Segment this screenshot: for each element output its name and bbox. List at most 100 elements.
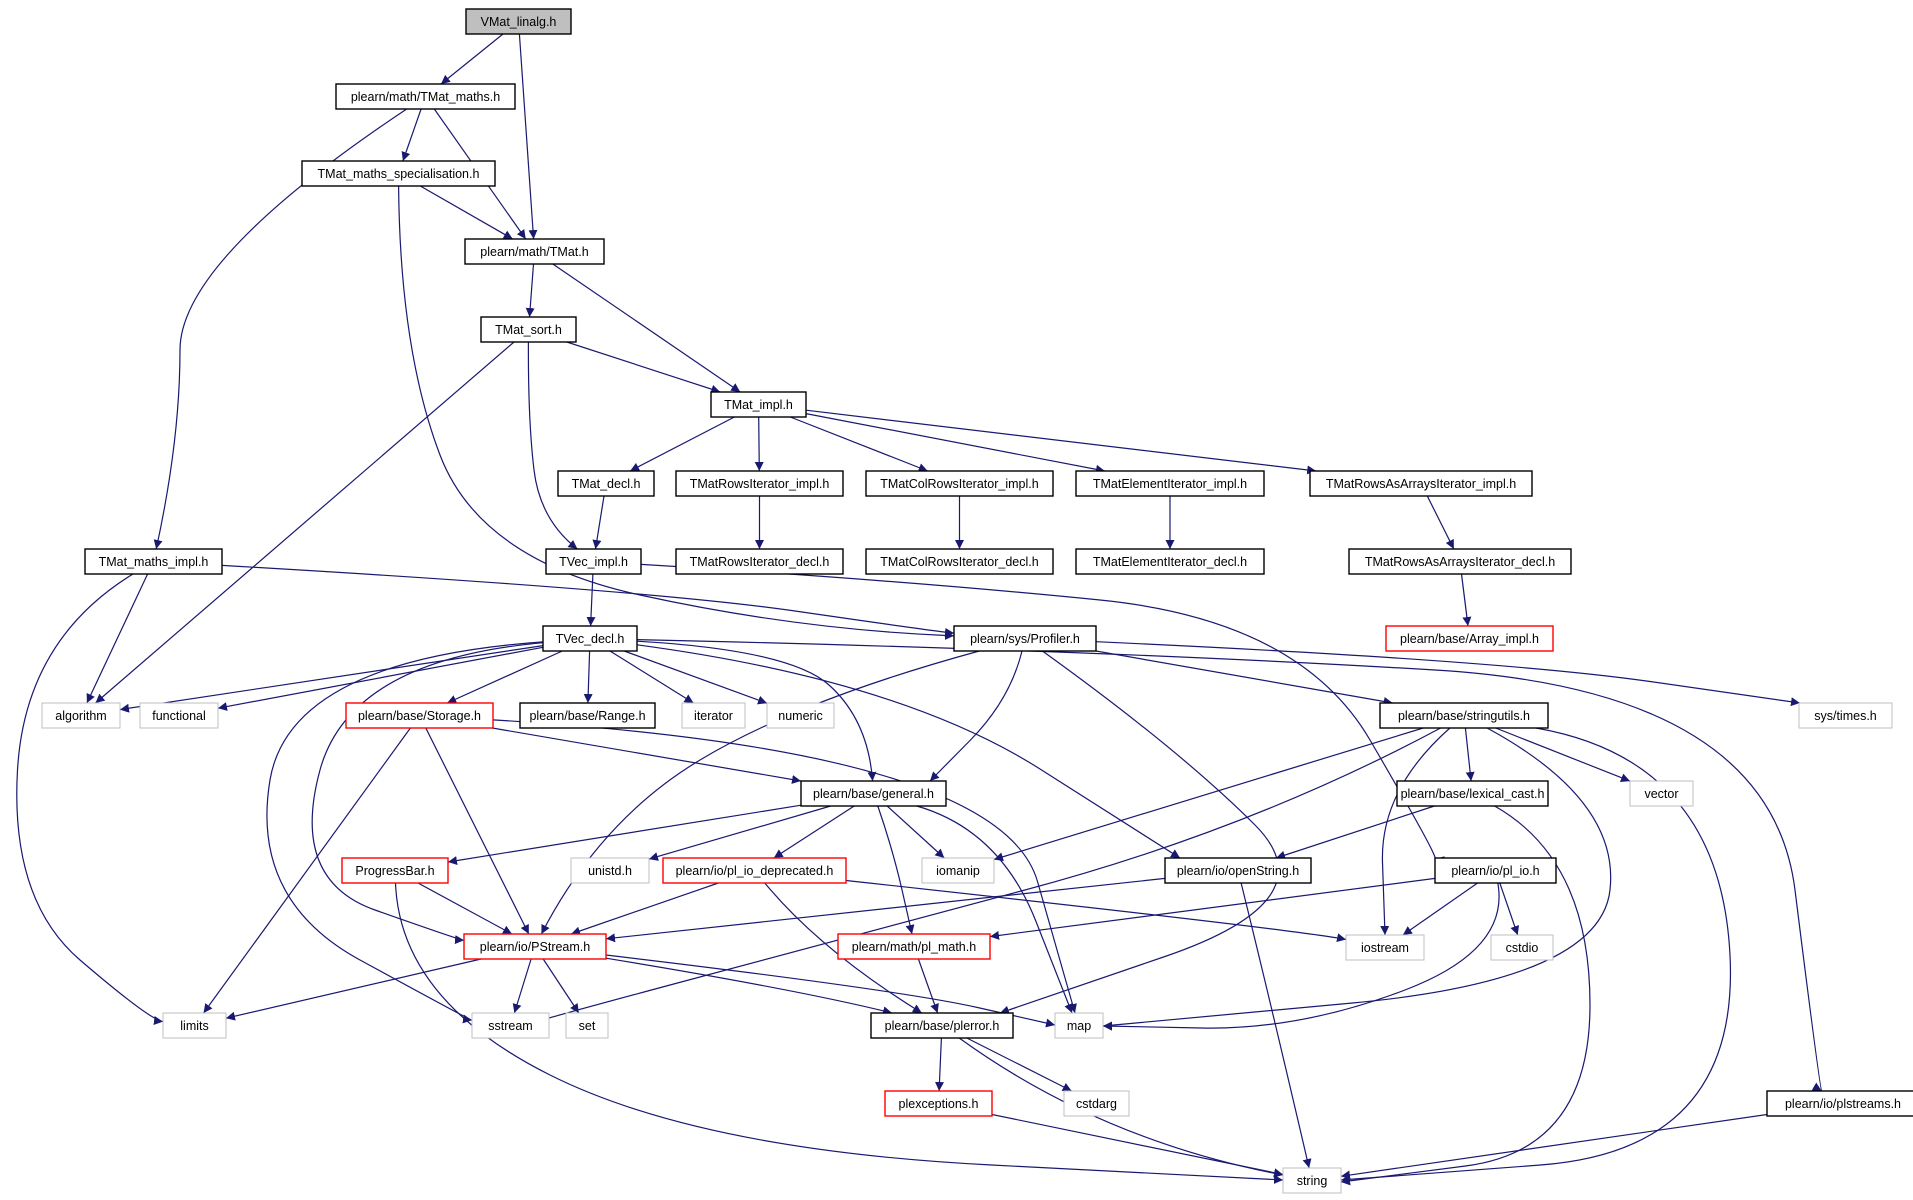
node-pl_io[interactable]: plearn/io/pl_io.h <box>1434 857 1557 884</box>
node-profiler[interactable]: plearn/sys/Profiler.h <box>953 625 1097 652</box>
node-label-storage: plearn/base/Storage.h <box>358 709 481 723</box>
node-pl_io_deprecated[interactable]: plearn/io/pl_io_deprecated.h <box>662 857 847 884</box>
node-box-cstdio <box>1490 934 1554 961</box>
edge-pl_math-to-plerror <box>917 958 939 1014</box>
node-general[interactable]: plearn/base/general.h <box>800 780 947 807</box>
node-tmat_maths_spec[interactable]: TMat_maths_specialisation.h <box>301 160 496 187</box>
node-tmat_sort[interactable]: TMat_sort.h <box>480 316 577 343</box>
edge-general-to-unistd <box>648 805 831 861</box>
edge-stringutils-to-iostream <box>1380 727 1451 936</box>
node-map: map <box>1054 1012 1104 1039</box>
edge-tmat-to-tmat_impl <box>552 263 741 393</box>
node-tmat_maths_impl[interactable]: TMat_maths_impl.h <box>84 548 223 575</box>
node-tmat_maths[interactable]: plearn/math/TMat_maths.h <box>335 83 516 110</box>
node-box-tmat_rows_decl <box>675 548 844 575</box>
edge-tvec_decl-to-storage <box>446 650 563 704</box>
node-label-tmat_elem_decl: TMatElementIterator_decl.h <box>1093 555 1247 569</box>
node-box-tmat_elem_decl <box>1075 548 1265 575</box>
node-set: set <box>565 1012 609 1039</box>
node-label-tmat_rows_impl: TMatRowsIterator_impl.h <box>690 477 830 491</box>
node-label-tvec_decl: TVec_decl.h <box>556 632 625 646</box>
node-label-stringutils: plearn/base/stringutils.h <box>1398 709 1530 723</box>
node-tmat_rows_decl[interactable]: TMatRowsIterator_decl.h <box>675 548 844 575</box>
node-label-tmat_rows_decl: TMatRowsIterator_decl.h <box>690 555 830 569</box>
node-tmat_colrows_impl[interactable]: TMatColRowsIterator_impl.h <box>865 470 1054 497</box>
node-stringutils[interactable]: plearn/base/stringutils.h <box>1379 702 1549 729</box>
node-label-pl_io_deprecated: plearn/io/pl_io_deprecated.h <box>676 864 834 878</box>
node-tmat_rowsarr_decl[interactable]: TMatRowsAsArraysIterator_decl.h <box>1348 548 1572 575</box>
node-tmat_colrows_decl[interactable]: TMatColRowsIterator_decl.h <box>865 548 1054 575</box>
edge-tmat_sort-to-tvec_impl <box>527 341 578 550</box>
node-pl_math[interactable]: plearn/math/pl_math.h <box>837 933 991 960</box>
node-tvec_impl[interactable]: TVec_impl.h <box>545 548 642 575</box>
node-openstring[interactable]: plearn/io/openString.h <box>1164 857 1312 884</box>
node-box-iterator <box>681 702 746 729</box>
edge-pl_io-to-iostream <box>1402 882 1478 936</box>
node-limits: limits <box>162 1012 227 1039</box>
node-box-set <box>565 1012 609 1039</box>
node-progressbar[interactable]: ProgressBar.h <box>341 857 449 884</box>
node-label-vmat_linalg: VMat_linalg.h <box>481 15 557 29</box>
node-vector: vector <box>1629 780 1694 807</box>
edge-tmat_sort-to-tmat_impl <box>566 341 721 394</box>
node-array_impl[interactable]: plearn/base/Array_impl.h <box>1385 625 1554 652</box>
node-label-tmat_maths: plearn/math/TMat_maths.h <box>351 90 500 104</box>
edge-pstream-to-map <box>605 954 1056 1028</box>
edge-profiler-to-sys_times <box>1095 641 1801 707</box>
node-label-tmat_rowsarr_impl: TMatRowsAsArraysIterator_impl.h <box>1326 477 1516 491</box>
node-box-iomanip <box>921 857 995 884</box>
node-vmat_linalg: VMat_linalg.h <box>465 8 572 35</box>
node-box-storage <box>345 702 494 729</box>
node-storage[interactable]: plearn/base/Storage.h <box>345 702 494 729</box>
node-cstdio: cstdio <box>1490 934 1554 961</box>
node-tmat_elem_decl[interactable]: TMatElementIterator_decl.h <box>1075 548 1265 575</box>
node-plexceptions[interactable]: plexceptions.h <box>884 1090 993 1117</box>
node-box-tmat_maths_impl <box>84 548 223 575</box>
node-label-tvec_impl: TVec_impl.h <box>559 555 628 569</box>
node-box-tmat_colrows_impl <box>865 470 1054 497</box>
edge-stringutils-to-map <box>1102 727 1612 1031</box>
node-tvec_decl[interactable]: TVec_decl.h <box>542 625 638 652</box>
node-iostream: iostream <box>1345 934 1425 961</box>
node-sstream: sstream <box>471 1012 550 1039</box>
edge-progressbar-to-pstream <box>417 882 513 935</box>
edge-tvec_decl-to-openstring <box>636 644 1181 859</box>
edge-plstreams-to-string <box>1340 1113 1768 1180</box>
node-functional: functional <box>139 702 219 729</box>
node-box-general <box>800 780 947 807</box>
edge-stringutils-to-sstream <box>539 727 1441 1025</box>
node-label-cstdarg: cstdarg <box>1076 1097 1117 1111</box>
edge-tmat_maths_spec-to-tmat <box>420 185 513 240</box>
dependency-edges <box>16 33 1823 1186</box>
node-tmat_decl[interactable]: TMat_decl.h <box>557 470 655 497</box>
node-label-sstream: sstream <box>488 1019 532 1033</box>
node-sys_times: sys/times.h <box>1798 702 1893 729</box>
node-range[interactable]: plearn/base/Range.h <box>519 702 656 729</box>
node-plerror[interactable]: plearn/base/plerror.h <box>870 1012 1014 1039</box>
node-label-map: map <box>1067 1019 1091 1033</box>
node-lexical_cast[interactable]: plearn/base/lexical_cast.h <box>1396 780 1549 807</box>
node-label-plerror: plearn/base/plerror.h <box>885 1019 1000 1033</box>
node-box-limits <box>162 1012 227 1039</box>
node-label-set: set <box>579 1019 596 1033</box>
node-tmat[interactable]: plearn/math/TMat.h <box>464 238 605 265</box>
edge-tmat-to-tmat_sort <box>525 263 535 318</box>
edge-general-to-map <box>916 805 1073 1014</box>
node-label-iomanip: iomanip <box>936 864 980 878</box>
node-pstream[interactable]: plearn/io/PStream.h <box>463 933 607 960</box>
node-label-plstreams: plearn/io/plstreams.h <box>1785 1097 1901 1111</box>
node-box-pstream <box>463 933 607 960</box>
node-label-tmat_maths_impl: TMat_maths_impl.h <box>99 555 209 569</box>
node-plstreams[interactable]: plearn/io/plstreams.h <box>1766 1090 1913 1117</box>
node-label-tmat_decl: TMat_decl.h <box>572 477 641 491</box>
node-box-progressbar <box>341 857 449 884</box>
node-label-string: string <box>1297 1174 1328 1188</box>
node-box-lexical_cast <box>1396 780 1549 807</box>
node-tmat_rowsarr_impl[interactable]: TMatRowsAsArraysIterator_impl.h <box>1309 470 1533 497</box>
node-tmat_rows_impl[interactable]: TMatRowsIterator_impl.h <box>675 470 844 497</box>
node-tmat_impl[interactable]: TMat_impl.h <box>710 391 807 418</box>
node-numeric: numeric <box>766 702 835 729</box>
node-tmat_elem_impl[interactable]: TMatElementIterator_impl.h <box>1075 470 1265 497</box>
edge-stringutils-to-iomanip <box>993 727 1424 862</box>
